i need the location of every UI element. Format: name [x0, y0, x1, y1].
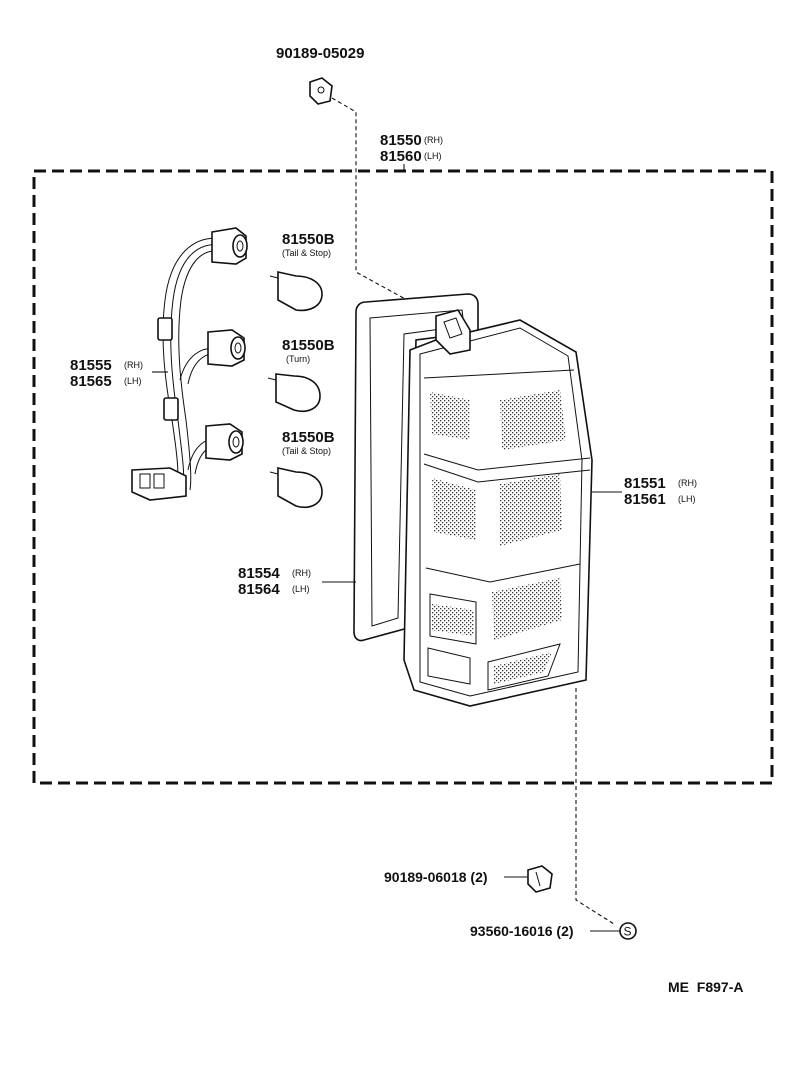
assembly-number-lh: 81560 [380, 148, 422, 165]
bulb-3-icon [269, 467, 323, 508]
bulb-1-icon [269, 271, 323, 312]
bulb-1-note: (Tail & Stop) [282, 248, 331, 258]
reference-code: ME F897-A [668, 979, 743, 995]
screw-s-icon: S [619, 922, 637, 940]
socket-wire-harness [131, 227, 248, 501]
gasket-number-rh: 81554 [238, 565, 280, 582]
bulb-1-callout: 81550B (Tail & Stop) [269, 231, 335, 312]
socket-tag-lh: (LH) [124, 376, 142, 386]
screw-bottom-part-number: 93560-16016 (2) [470, 923, 574, 939]
socket-wire-label: 81555 (RH) 81565 (LH) [70, 357, 168, 390]
assembly-frame [32, 169, 774, 785]
top-screw-icon [309, 77, 333, 105]
top-screw-callout: 90189-05029 [276, 45, 441, 319]
bulb-2-note: (Turn) [286, 354, 310, 364]
bottom-nut-callout: 90189-06018 (2) [384, 865, 553, 893]
bulb-3-note: (Tail & Stop) [282, 446, 331, 456]
nut-bottom-part-number: 90189-06018 (2) [384, 869, 488, 885]
bottom-nut-icon [527, 865, 553, 893]
connector-icon [131, 467, 187, 501]
bulb-2-callout: 81550B (Turn) [267, 337, 335, 412]
bottom-screw-leader [575, 688, 615, 925]
lens-number-rh: 81551 [624, 475, 666, 492]
gasket-label: 81554 (RH) 81564 (LH) [238, 565, 356, 598]
gasket-number-lh: 81564 [238, 581, 280, 598]
socket-number-rh: 81555 [70, 357, 112, 374]
assembly-tag-rh: (RH) [424, 135, 443, 145]
screw-symbol: S [624, 925, 632, 939]
lens-number-lh: 81561 [624, 491, 666, 508]
top-screw-leader [331, 97, 441, 319]
lens-tag-lh: (LH) [678, 494, 696, 504]
socket-number-lh: 81565 [70, 373, 112, 390]
bulb-1-number: 81550B [282, 231, 335, 248]
socket-2-icon [207, 329, 246, 367]
gasket-tag-rh: (RH) [292, 568, 311, 578]
bulb-2-icon [267, 373, 321, 412]
lens-housing [403, 309, 593, 707]
assembly-label: 81550 (RH) 81560 (LH) [380, 132, 443, 172]
gasket-part [353, 293, 479, 642]
lens-tag-rh: (RH) [678, 478, 697, 488]
bulb-2-number: 81550B [282, 337, 335, 354]
assembly-tag-lh: (LH) [424, 151, 442, 161]
bulb-3-callout: 81550B (Tail & Stop) [269, 429, 335, 508]
bottom-screw-callout: 93560-16016 (2) S [470, 922, 637, 940]
gasket-tag-lh: (LH) [292, 584, 310, 594]
assembly-number-rh: 81550 [380, 132, 422, 149]
lens-label: 81551 (RH) 81561 (LH) [592, 475, 697, 508]
bulb-3-number: 81550B [282, 429, 335, 446]
socket-3-icon [205, 423, 244, 461]
socket-tag-rh: (RH) [124, 360, 143, 370]
screw-top-part-number: 90189-05029 [276, 45, 364, 62]
socket-1-icon [211, 227, 248, 265]
